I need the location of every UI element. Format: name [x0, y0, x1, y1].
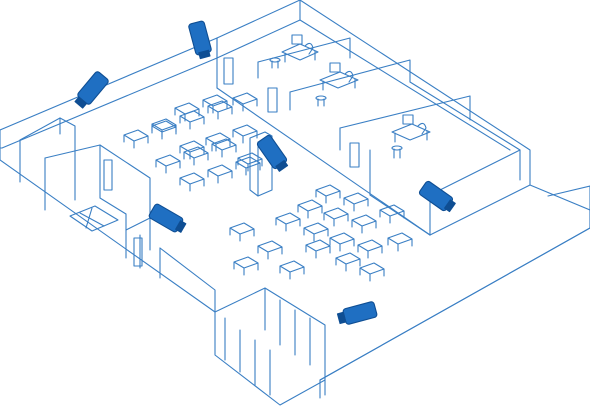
workspace-desk — [303, 222, 329, 242]
workspace-desk — [335, 252, 361, 272]
workspace-desk — [123, 129, 149, 149]
camera-center — [256, 134, 289, 172]
workspace-desk — [387, 232, 413, 252]
workspace-desk — [305, 239, 331, 259]
workspace-desk — [202, 94, 228, 114]
camera-bottom — [336, 301, 378, 325]
left-rooms — [19, 117, 216, 313]
workspace-desk — [151, 120, 177, 140]
workspace-desk — [211, 138, 237, 158]
workspace-desk — [275, 212, 301, 232]
workspace-desk — [351, 214, 377, 234]
workspace-desk — [174, 102, 200, 122]
workspace-desk — [229, 222, 255, 242]
central-column — [249, 131, 273, 197]
workspace-desk — [323, 207, 349, 227]
open-workspace-desks — [123, 92, 413, 282]
camera-mid-left — [148, 203, 187, 233]
office-door-2 — [267, 87, 278, 113]
side-room-door — [103, 159, 113, 191]
workspace-desk — [343, 192, 369, 212]
workspace-desk — [179, 110, 205, 130]
workspace-desk — [233, 256, 259, 276]
workspace-desk — [357, 239, 383, 259]
workspace-desk — [179, 140, 205, 160]
workspace-desk — [179, 172, 205, 192]
workspace-desk — [232, 92, 258, 112]
workspace-desk — [279, 260, 305, 280]
camera-right — [418, 180, 456, 213]
workspace-desk — [183, 146, 209, 166]
workspace-desk — [315, 184, 341, 204]
workspace-desk — [257, 240, 283, 260]
camera-left — [74, 71, 109, 109]
workspace-desk — [205, 132, 231, 152]
workspace-desk — [207, 164, 233, 184]
workspace-desk — [155, 154, 181, 174]
workspace-desk — [297, 199, 323, 219]
office-door-3 — [349, 142, 360, 168]
workspace-desk — [379, 204, 405, 224]
workspace-desk — [232, 124, 258, 144]
camera-top — [188, 20, 212, 60]
workspace-desk — [329, 232, 355, 252]
outer-walls — [0, 0, 590, 399]
entrance — [214, 287, 326, 406]
workspace-desk — [235, 156, 261, 176]
office-partitions — [216, 0, 521, 236]
workspace-desk — [207, 100, 233, 120]
workspace-desk — [359, 262, 385, 282]
office-door-1 — [223, 57, 234, 85]
left-door — [133, 237, 143, 267]
office-furniture — [269, 34, 431, 159]
